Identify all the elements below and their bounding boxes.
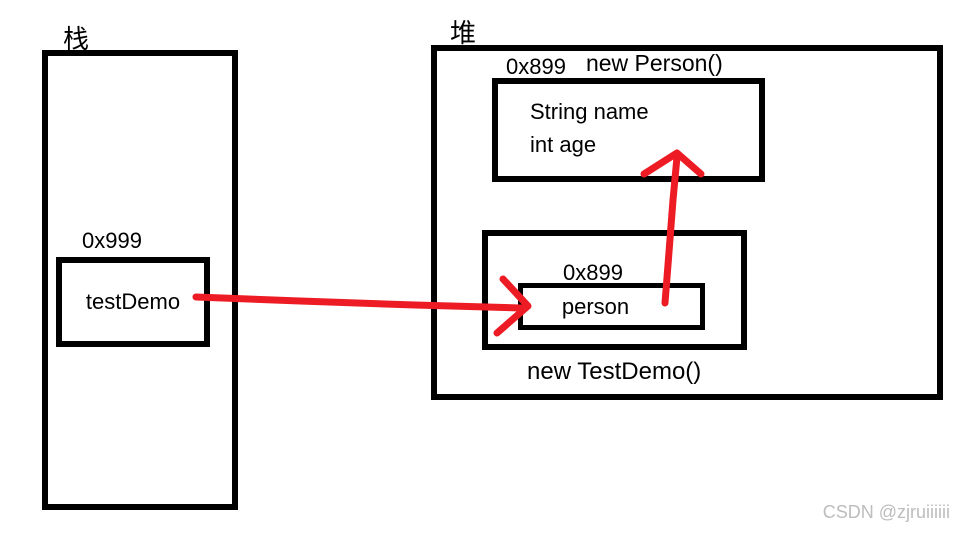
person-reference-box: person: [518, 283, 705, 330]
heap-label: 堆: [450, 18, 477, 48]
person-field-int-age: int age: [530, 132, 597, 157]
person-object-address: 0x899: [506, 54, 566, 79]
person-object-header: 0x899 new Person(): [506, 50, 723, 79]
watermark: CSDN @zjruiiiiii: [822, 502, 950, 522]
heap-box: [431, 45, 943, 400]
stack-variable-name: testDemo: [85, 289, 181, 314]
person-object-box: String name int age: [492, 78, 765, 182]
stack-box: [42, 50, 238, 510]
stack-label: 栈: [63, 24, 90, 54]
person-reference-address: 0x899: [563, 260, 623, 285]
stack-variable-box: testDemo: [56, 257, 210, 347]
testdemo-object-box: [482, 230, 747, 350]
person-reference-name: person: [561, 293, 630, 319]
testdemo-object-title: new TestDemo(): [527, 358, 702, 385]
stack-variable-address: 0x999: [82, 228, 142, 253]
person-field-string-name: String name: [530, 99, 649, 124]
person-object-title: new Person(): [585, 50, 723, 76]
